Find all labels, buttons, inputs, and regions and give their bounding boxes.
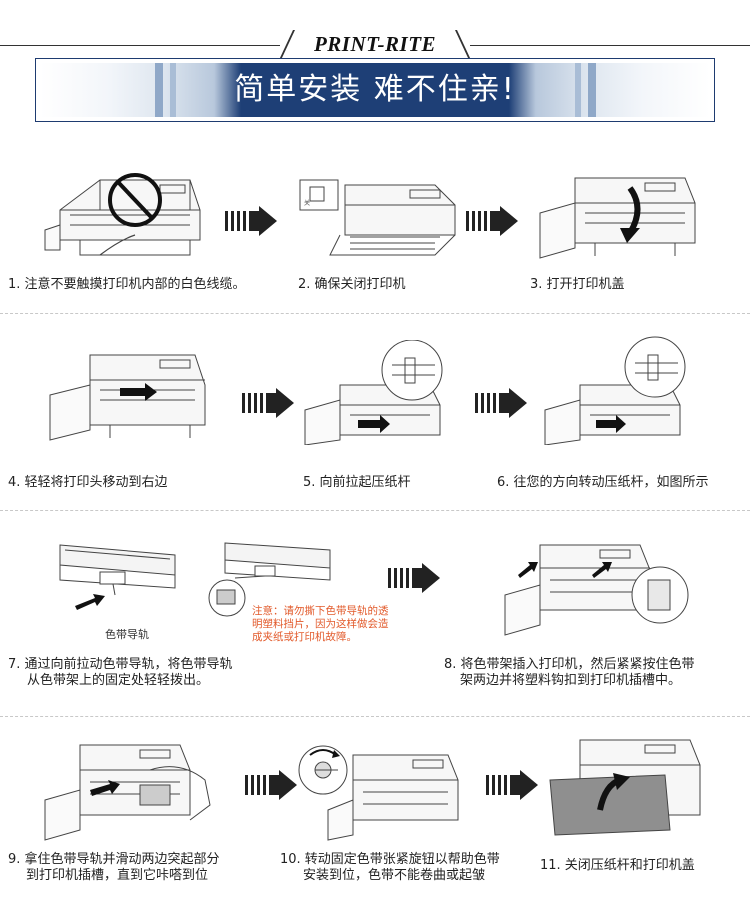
step2-caption: 2. 确保关闭打印机 [298, 277, 406, 293]
header-slash-right [455, 30, 471, 60]
step1-caption: 1. 注意不要触摸打印机内部的白色线缆。 [8, 277, 246, 293]
step10-caption-line2: 安装到位，色带不能卷曲或起皱 [303, 868, 485, 884]
step8-caption-line1: 8. 将色带架插入打印机，然后紧紧按住色带 [444, 657, 695, 673]
step-arrow-icon [245, 770, 297, 800]
step9-printer-illustration [40, 740, 220, 845]
step10-caption-line1: 10. 转动固定色带张紧旋钮以帮助色带 [280, 852, 500, 868]
warning-line-2: 明塑料挡片，因为这样做会造 [252, 618, 389, 631]
row-divider [0, 510, 750, 511]
step3-caption: 3. 打开打印机盖 [530, 277, 625, 293]
step8-printer-illustration [500, 540, 690, 645]
step11-caption: 11. 关闭压纸杆和打印机盖 [540, 858, 695, 874]
brand-logo: PRINT-RITE [295, 32, 455, 57]
step7-ribbon-cartridge-illustration [55, 540, 185, 615]
step10-printer-illustration [298, 740, 468, 845]
step3-printer-illustration [535, 168, 705, 263]
step-arrow-icon [486, 770, 538, 800]
row-divider [0, 313, 750, 314]
step4-caption: 4. 轻轻将打印头移动到右边 [8, 475, 168, 491]
header-rule-left [0, 45, 280, 46]
row-divider [0, 716, 750, 717]
step2-printer-illustration: 关 [295, 175, 465, 265]
step7-caption-line2: 从色带架上的固定处轻轻拨出。 [27, 673, 209, 689]
warning-line-1: 注意：请勿撕下色带导轨的透 [252, 605, 389, 618]
step1-printer-illustration [40, 170, 210, 260]
step6-printer-illustration [540, 335, 710, 445]
ribbon-guide-label: 色带导轨 [105, 626, 149, 642]
step-arrow-icon [475, 388, 527, 418]
step8-caption-line2: 架两边并将塑料钩扣到打印机插槽中。 [460, 673, 681, 689]
step-arrow-icon [225, 206, 277, 236]
step-arrow-icon [242, 388, 294, 418]
step5-printer-illustration [300, 340, 470, 445]
header-slash-left [279, 30, 295, 60]
step-arrow-icon [388, 563, 440, 593]
step5-caption: 5. 向前拉起压纸杆 [303, 475, 411, 491]
warning-line-3: 成夹纸或打印机故障。 [252, 631, 357, 644]
step6-caption: 6. 往您的方向转动压纸杆，如图所示 [497, 475, 709, 491]
step-arrow-icon [466, 206, 518, 236]
step7-caption-line1: 7. 通过向前拉动色带导轨，将色带导轨 [8, 657, 233, 673]
svg-text:关: 关 [304, 199, 310, 207]
page-title: 简单安装 难不住亲! [40, 63, 710, 117]
step11-printer-illustration [545, 735, 715, 840]
header-rule-right [470, 45, 750, 46]
step9-caption-line1: 9. 拿住色带导轨并滑动两边突起部分 [8, 852, 220, 868]
step4-printer-illustration [45, 350, 220, 445]
step9-caption-line2: 到打印机插槽，直到它咔嗒到位 [26, 868, 208, 884]
